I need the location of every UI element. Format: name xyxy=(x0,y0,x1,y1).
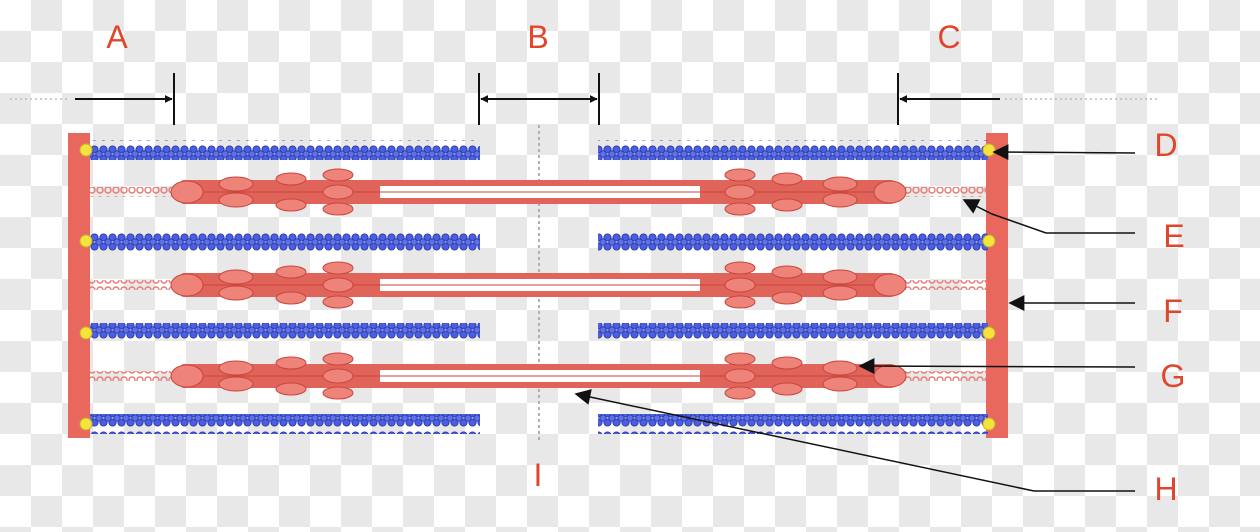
thin-filament-right xyxy=(598,323,988,343)
myosin-head xyxy=(771,172,803,186)
titin-left xyxy=(90,371,182,381)
myosin-head xyxy=(322,295,354,309)
myosin-head xyxy=(724,386,756,400)
titin-left xyxy=(90,187,182,197)
myosin-head xyxy=(724,202,756,216)
myosin-head xyxy=(322,277,354,293)
titin-right xyxy=(895,371,987,381)
dimension-b xyxy=(478,73,600,125)
myosin-head xyxy=(218,176,254,192)
actin-anchor-left xyxy=(79,326,93,340)
thin-filament-left xyxy=(90,140,480,160)
myosin-head xyxy=(218,269,254,285)
titin-right xyxy=(895,280,987,290)
myosin-head xyxy=(275,356,307,370)
myosin-head xyxy=(218,376,254,392)
label-i: I xyxy=(534,457,543,493)
label-a: A xyxy=(106,19,128,55)
label-e: E xyxy=(1163,218,1184,254)
myosin-head xyxy=(822,376,858,392)
thin-filament-left xyxy=(90,231,480,251)
myosin-head xyxy=(822,269,858,285)
z-disc-left xyxy=(68,133,90,438)
myosin-head xyxy=(322,352,354,366)
actin-anchor-right xyxy=(982,326,996,340)
myosin-head xyxy=(822,176,858,192)
myosin-head xyxy=(322,168,354,182)
actin-anchor-left xyxy=(79,143,93,157)
actin-anchor-right xyxy=(982,234,996,248)
myosin-head xyxy=(771,265,803,279)
myosin-head xyxy=(322,202,354,216)
myosin-head xyxy=(322,261,354,275)
leader-h xyxy=(574,389,1135,492)
myosin-head xyxy=(275,382,307,396)
myosin-head xyxy=(724,295,756,309)
thin-filament-left xyxy=(90,323,480,343)
label-g: G xyxy=(1161,358,1186,394)
myosin-head xyxy=(218,360,254,376)
myosin-head xyxy=(170,180,204,204)
myosin-head xyxy=(170,364,204,388)
myosin-head xyxy=(724,184,756,200)
leader-e xyxy=(962,199,1135,234)
myosin-head xyxy=(822,285,858,301)
myosin-head xyxy=(275,198,307,212)
actin-anchor-right xyxy=(982,417,996,431)
leader-g xyxy=(858,358,1136,375)
dimension-a xyxy=(75,73,175,125)
myosin-head xyxy=(275,172,307,186)
label-c: C xyxy=(937,19,960,55)
myosin-head xyxy=(275,291,307,305)
myosin-head xyxy=(275,265,307,279)
myosin-head xyxy=(724,352,756,366)
myosin-head xyxy=(873,180,907,204)
actin-anchor-left xyxy=(79,417,93,431)
dimension-c xyxy=(897,73,1000,125)
myosin-head xyxy=(724,168,756,182)
label-d: D xyxy=(1154,127,1177,163)
titin-left xyxy=(90,280,182,290)
myosin-head xyxy=(322,368,354,384)
myosin-head xyxy=(771,198,803,212)
thin-filament-left xyxy=(90,414,480,434)
label-f: F xyxy=(1163,293,1183,329)
myosin-head xyxy=(724,368,756,384)
myosin-head xyxy=(724,277,756,293)
thin-filament-right xyxy=(598,231,988,251)
thin-filament-right xyxy=(598,414,988,434)
myosin-head xyxy=(218,285,254,301)
myosin-head xyxy=(771,382,803,396)
leader-d xyxy=(992,144,1136,161)
myosin-head xyxy=(322,184,354,200)
label-b: B xyxy=(527,19,548,55)
myosin-head xyxy=(322,386,354,400)
myosin-head xyxy=(218,192,254,208)
actin-anchor-right xyxy=(982,143,996,157)
actin-anchor-left xyxy=(79,234,93,248)
z-disc-right xyxy=(986,133,1008,438)
myosin-head xyxy=(873,364,907,388)
myosin-head xyxy=(822,360,858,376)
label-h: H xyxy=(1154,471,1177,507)
thin-filament-right xyxy=(598,140,988,160)
myosin-head xyxy=(771,356,803,370)
myosin-head xyxy=(170,273,204,297)
myosin-head xyxy=(724,261,756,275)
myosin-head xyxy=(771,291,803,305)
titin-right xyxy=(895,187,987,197)
myosin-head xyxy=(873,273,907,297)
myosin-head xyxy=(822,192,858,208)
